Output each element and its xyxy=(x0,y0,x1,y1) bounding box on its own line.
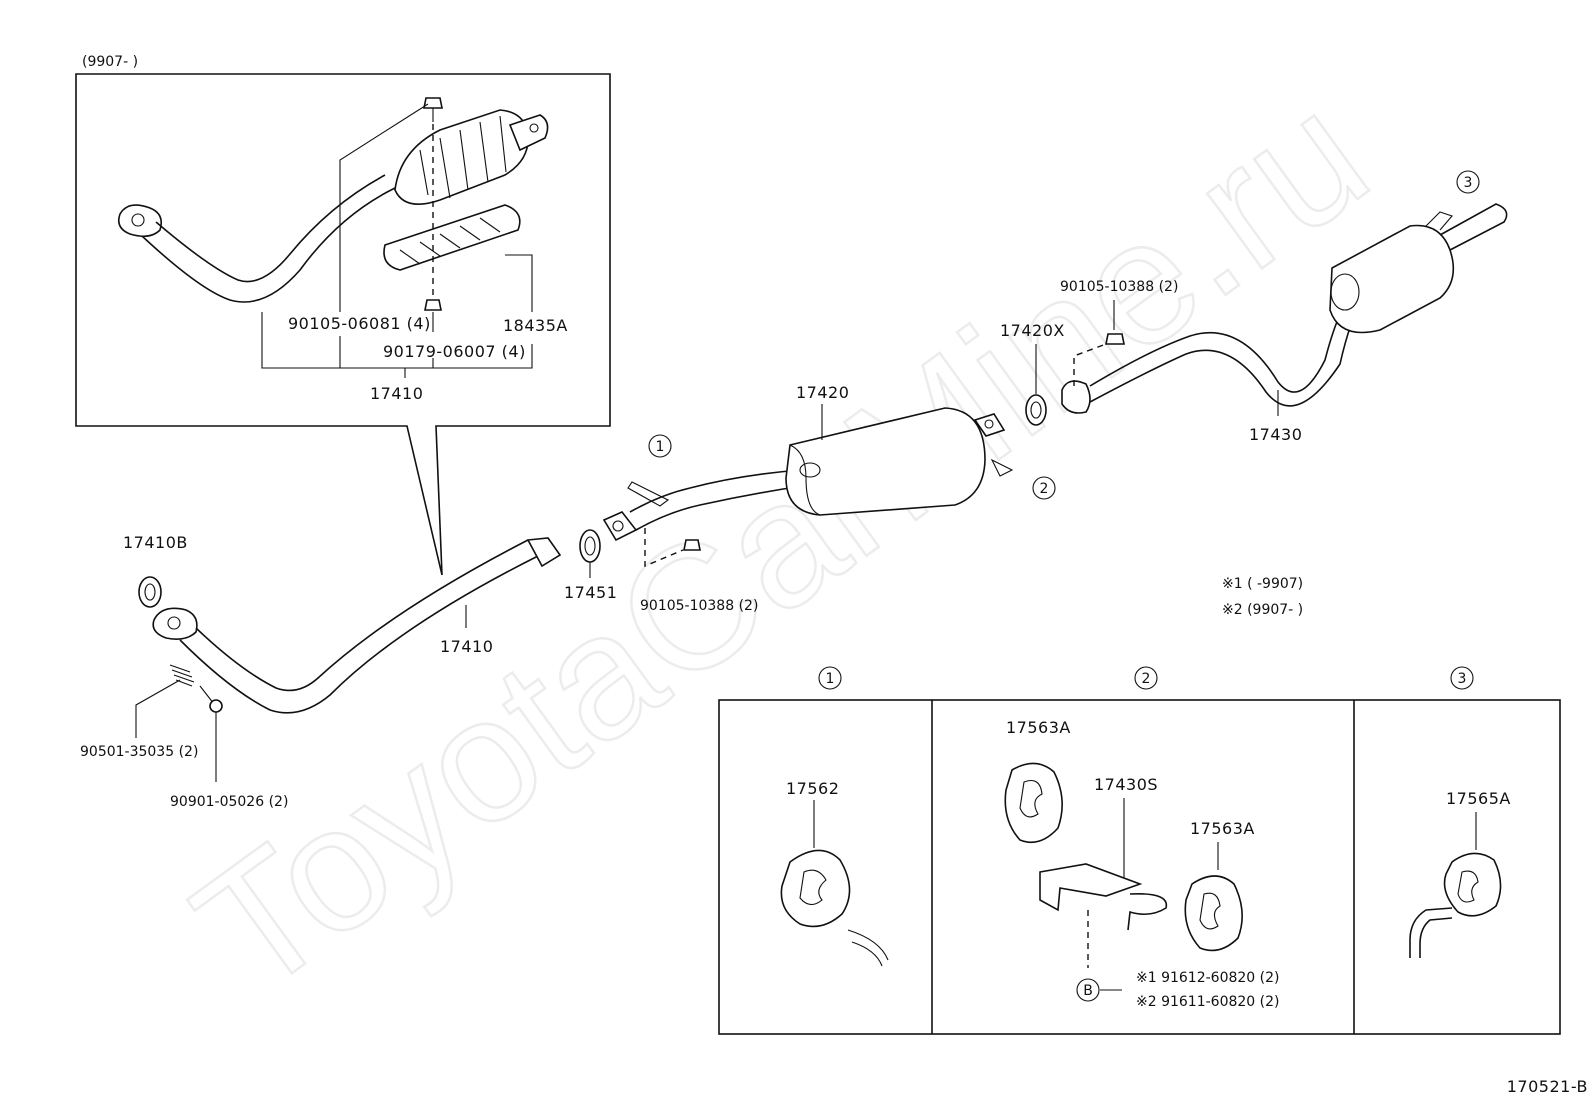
inset-bolt-icon xyxy=(423,97,443,122)
svg-text:B: B xyxy=(1083,983,1093,999)
gasket-17451 xyxy=(579,529,601,563)
svg-text:2: 2 xyxy=(1142,671,1151,687)
label-17420x: 17420X xyxy=(1000,321,1065,340)
spring-icon xyxy=(169,664,195,687)
inset-period-label: (9907- ) xyxy=(82,54,138,70)
callout-2: 2 xyxy=(1032,476,1056,500)
svg-text:3: 3 xyxy=(1464,175,1473,191)
svg-text:3: 3 xyxy=(1458,671,1467,687)
inset-box: (9907- ) xyxy=(75,54,611,576)
svg-text:1: 1 xyxy=(656,439,665,455)
label-17563a-right: 17563A xyxy=(1190,819,1255,838)
svg-text:2: 2 xyxy=(1040,481,1049,497)
label-center-pipe: 17420 xyxy=(796,383,849,402)
gasket-17420x xyxy=(1025,394,1047,426)
label-mid-bolt: 90105-10388 (2) xyxy=(640,598,758,614)
detail-callout-1: 1 xyxy=(818,666,842,690)
svg-text:1: 1 xyxy=(826,671,835,687)
inset-converter-label: 18435A xyxy=(503,316,568,335)
inset-front-pipe xyxy=(117,174,396,303)
detail-callout-3: 3 xyxy=(1450,666,1474,690)
label-tail-pipe: 17430 xyxy=(1249,425,1302,444)
label-front-bolt: 90901-05026 (2) xyxy=(170,794,288,810)
heat-shield xyxy=(383,204,521,271)
label-17565a: 17565A xyxy=(1446,789,1511,808)
hanger-17562 xyxy=(780,849,851,928)
inset-frame xyxy=(75,73,611,576)
gasket-17410b xyxy=(138,576,162,608)
inset-bolt-label: 90105-06081 (4) xyxy=(288,314,431,333)
hanger-17563a-top xyxy=(1004,762,1063,844)
label-17562: 17562 xyxy=(786,779,839,798)
callout-3: 3 xyxy=(1456,170,1480,194)
bracket-17430s xyxy=(1039,863,1168,931)
callout-1: 1 xyxy=(648,434,672,458)
inset-nut-icon xyxy=(424,299,442,311)
rear-bolt-icon xyxy=(1073,333,1125,386)
center-pipe-17420 xyxy=(602,407,1014,542)
label-17451: 17451 xyxy=(564,583,617,602)
inset-nut-label: 90179-06007 (4) xyxy=(383,342,526,361)
catalytic-converter xyxy=(394,109,549,206)
detail-callout-2: 2 xyxy=(1134,666,1158,690)
label-rear-bolt: 90105-10388 (2) xyxy=(1060,279,1178,295)
label-spring: 90501-35035 (2) xyxy=(80,744,198,760)
label-bolt-b2: ※2 91611-60820 (2) xyxy=(1136,994,1280,1010)
note-2: ※2 (9907- ) xyxy=(1222,602,1303,618)
label-front-pipe: 17410 xyxy=(440,637,493,656)
label-17410b: 17410B xyxy=(123,533,188,552)
label-17563a-top: 17563A xyxy=(1006,718,1071,737)
label-bolt-b1: ※1 91612-60820 (2) xyxy=(1136,970,1280,986)
mid-bolt-icon xyxy=(644,528,701,568)
label-17430s: 17430S xyxy=(1094,775,1158,794)
diagram-code: 170521-B xyxy=(1507,1077,1588,1096)
note-1: ※1 ( -9907) xyxy=(1222,576,1303,592)
hanger-17563a-right xyxy=(1184,875,1243,952)
inset-main-label: 17410 xyxy=(370,384,423,403)
front-pipe-17410 xyxy=(152,537,562,714)
front-bolt-icon xyxy=(199,685,223,713)
tail-pipe-17430 xyxy=(1061,203,1508,414)
hanger-17565a xyxy=(1443,852,1502,917)
detail-table: 1 2 3 17562 17563A 17430S 175 xyxy=(718,666,1561,1035)
bolt-b-symbol: B xyxy=(1076,978,1100,1002)
